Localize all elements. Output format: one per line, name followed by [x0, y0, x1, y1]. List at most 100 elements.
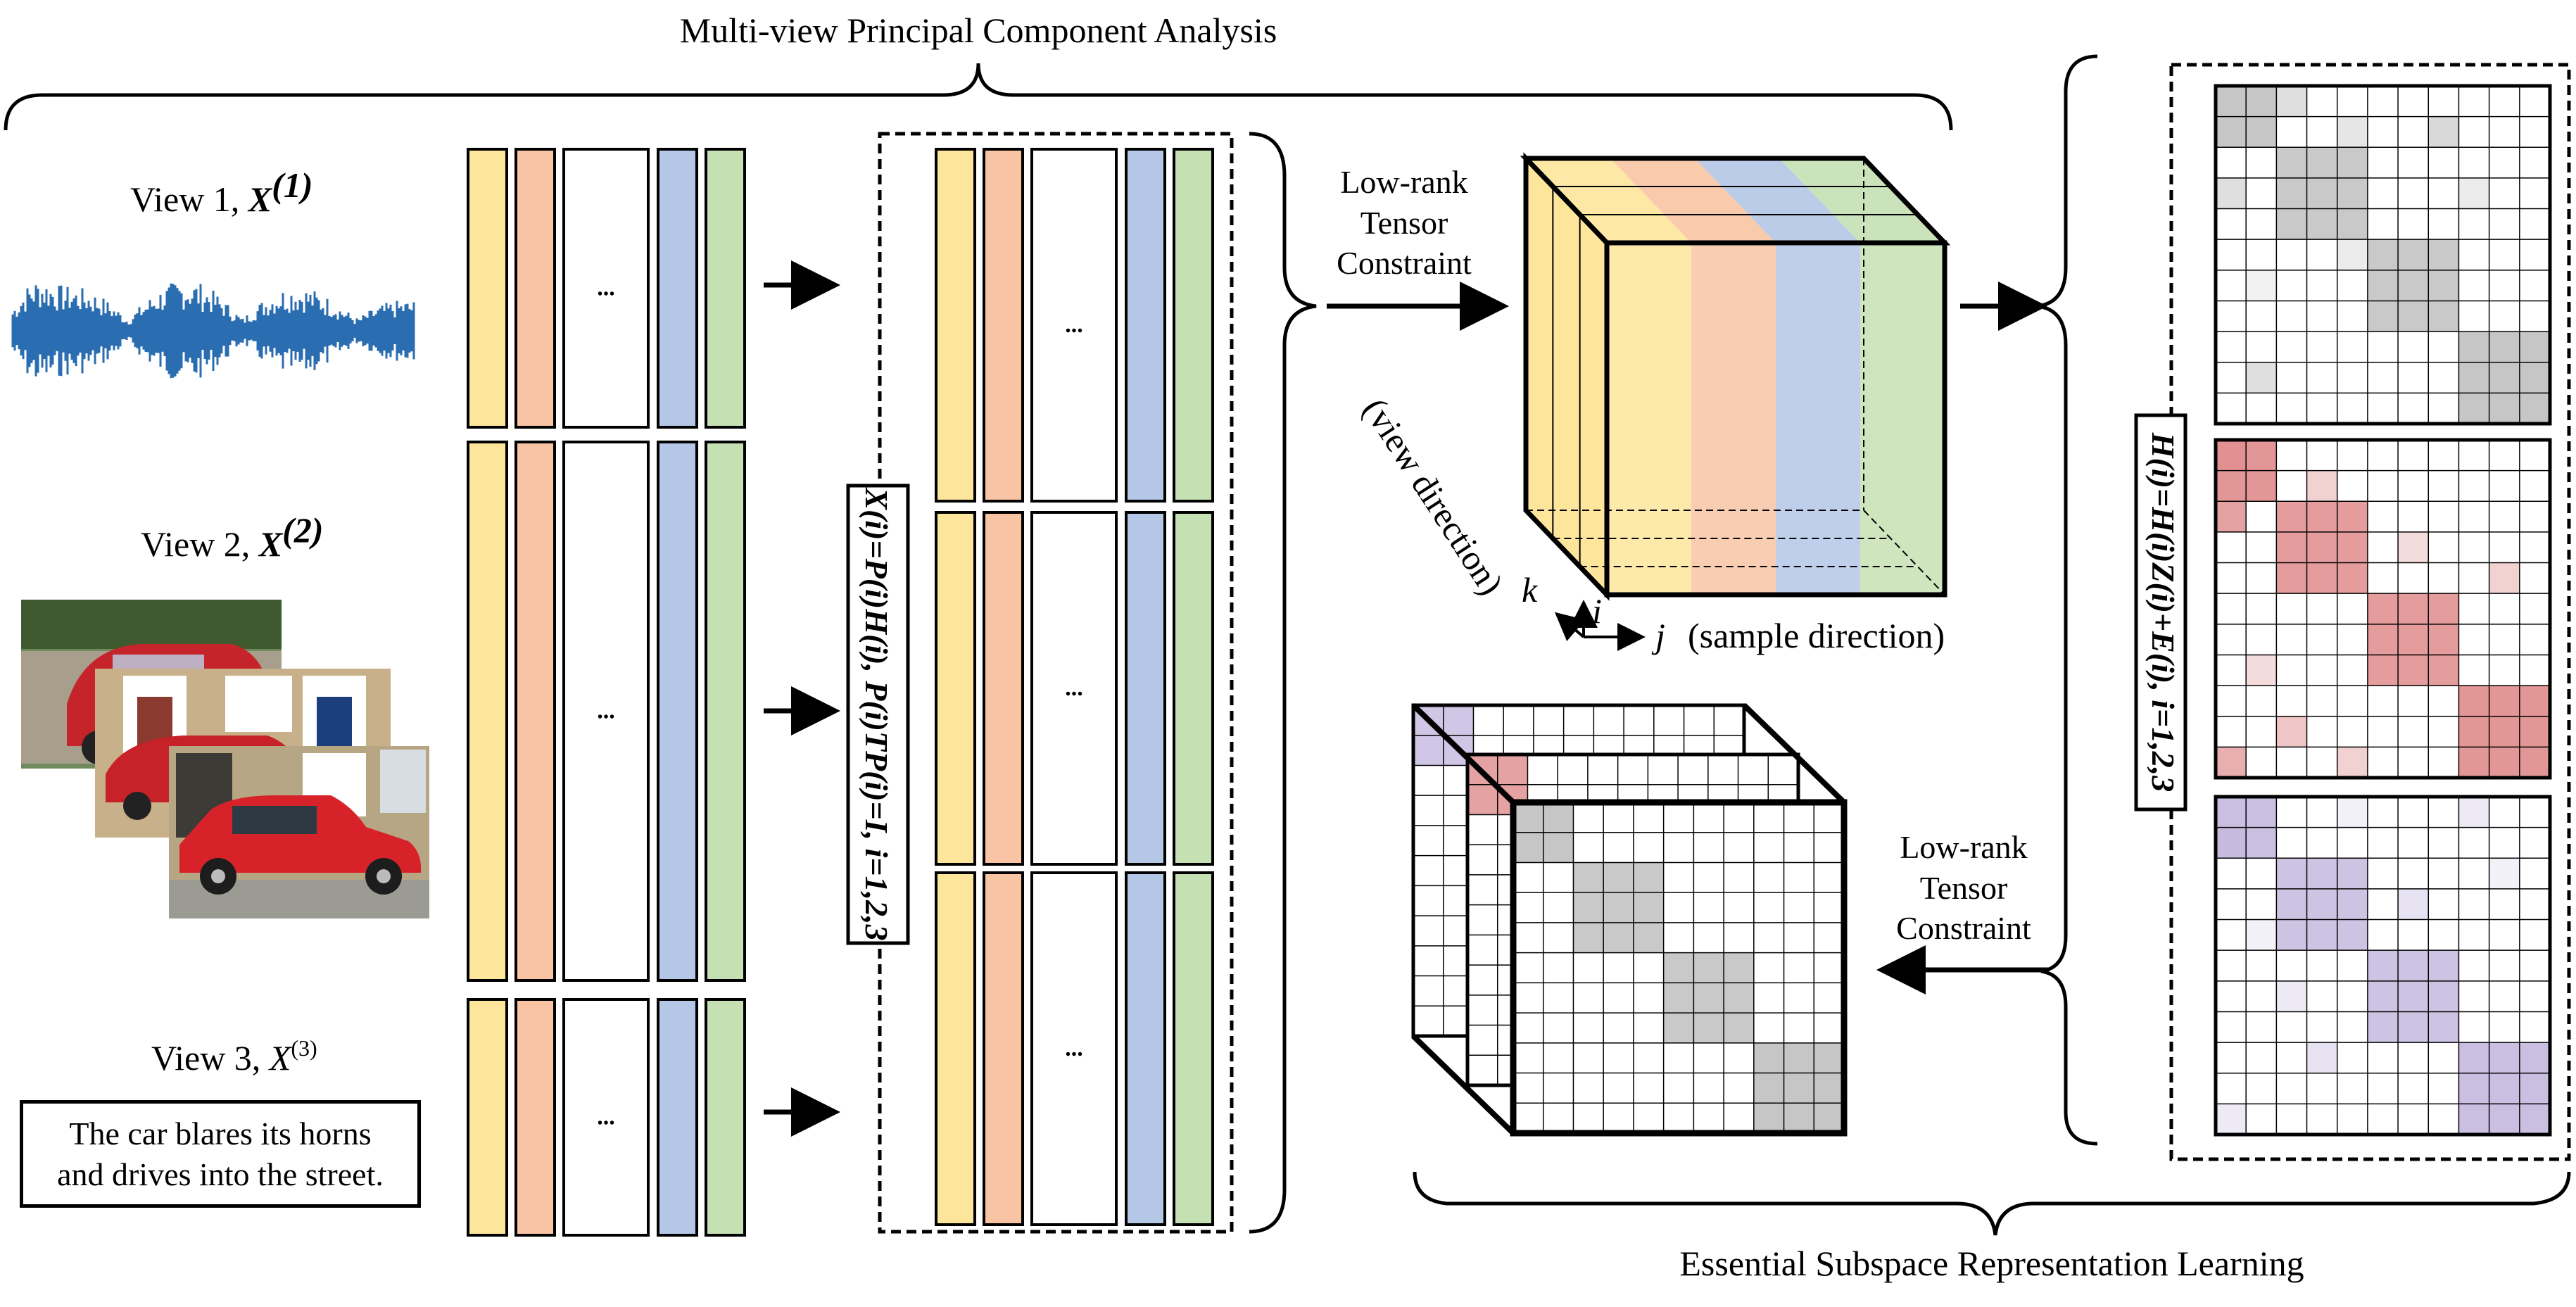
- stacked-slice-front-cell-0: [1513, 802, 1543, 833]
- axis-k-label: k: [1522, 570, 1538, 610]
- matrix-1-cell-9: [2337, 177, 2368, 209]
- tensor-constraint-bottom-line-1: Low-rank: [1900, 829, 2028, 865]
- matrix-2-border: [2214, 438, 2552, 780]
- matrix-3-cell-28: [2458, 1104, 2489, 1135]
- view1-label: View 1, X(1): [130, 165, 312, 219]
- matrix-1-border: [2214, 84, 2552, 426]
- matrix-1-cell-34: [2246, 270, 2277, 301]
- matrix-2-cell-22: [2458, 686, 2489, 716]
- matrix-2-cell-28: [2458, 747, 2489, 778]
- matrix-3-cell-34: [2276, 980, 2307, 1012]
- stacked-slice-front-cell-26: [1783, 1073, 1814, 1104]
- matrix-2-cell-23: [2489, 686, 2520, 716]
- matrix-1-cell-10: [2276, 208, 2307, 240]
- matrix-3-cell-11: [2306, 919, 2337, 951]
- matrix-1-cell-18: [2428, 270, 2459, 301]
- matrix-3-cell-14: [2398, 950, 2429, 981]
- stacked-slice-front-cell-2: [1513, 832, 1543, 863]
- right-group-3-stripe-yellow: [935, 871, 976, 1226]
- stacked-slice-front-cell-4: [1573, 862, 1604, 893]
- stacked-edge-3: [1411, 1034, 1515, 1135]
- matrix-3-cell-30: [2519, 1104, 2550, 1135]
- matrix-2-cell-17: [2398, 624, 2429, 655]
- matrix-3-cell-22: [2458, 1042, 2489, 1073]
- left-group-3-stripe-white: [562, 998, 650, 1237]
- left-group-2-stripe-yellow: [467, 441, 508, 982]
- stacked-slice-front-cell-13: [1663, 952, 1694, 983]
- right-group-3-stripe-white: [1030, 871, 1118, 1226]
- matrix-2-cell-27: [2519, 716, 2550, 747]
- stacked-slice-front-cell-23: [1783, 1042, 1814, 1073]
- subspace-equation-box: H(i)=H(i)Z(i)+E(i), i=1,2,3: [2134, 413, 2187, 812]
- left-group-2-stripe-green: [705, 441, 746, 982]
- right-group-1-ellipsis: ...: [1065, 312, 1083, 338]
- right-group-2-stripe-white: [1030, 511, 1118, 866]
- stacked-slice-front-cells: [1513, 802, 1844, 1133]
- matrix-3-cell-35: [2489, 858, 2520, 889]
- right-group-1-stripe-yellow: [935, 148, 976, 503]
- matrix-1-cell-21: [2428, 301, 2459, 332]
- matrix-2-cell-18: [2428, 624, 2459, 655]
- left-group-2-stripe-blue: [657, 441, 698, 982]
- matrix-3-cell-39: [2216, 1104, 2247, 1135]
- right-group-3-ellipsis: ...: [1065, 1035, 1083, 1061]
- matrix-2-cell-36: [2246, 655, 2277, 686]
- matrix-2-cell-30: [2519, 747, 2550, 778]
- matrix-3-cell-38: [2306, 1042, 2337, 1073]
- matrix-3-cell-4: [2276, 858, 2307, 889]
- stacked-slice-front-cell-18: [1724, 983, 1754, 1014]
- pca-equation-box: X(i)=P(i)H(i), P(i)TP(i)=I, i=1,2,3: [846, 484, 910, 945]
- matrix-2-cell-37: [2276, 716, 2307, 747]
- stacked-representation-tensor: [1411, 703, 1848, 1137]
- bottom-brace: [1413, 1171, 2571, 1236]
- matrix-3-cell-0: [2216, 797, 2247, 828]
- matrix-1-cell-6: [2337, 147, 2368, 178]
- matrix-2-cell-26: [2489, 716, 2520, 747]
- cube-side-face: [1526, 158, 1607, 595]
- matrix-3-cell-9: [2337, 888, 2368, 920]
- tensor-constraint-top-line-1: Low-rank: [1340, 164, 1468, 200]
- matrix-2-cell-13: [2367, 593, 2399, 624]
- matrix-2-cell-3: [2246, 470, 2277, 502]
- stacked-slice-front-cell-7: [1573, 892, 1604, 923]
- view2-label: View 2, X(2): [141, 510, 323, 564]
- left-group-2-stripe-white: [562, 441, 650, 982]
- matrix-2-cell-20: [2398, 655, 2429, 686]
- subspace-equation: H(i)=H(i)Z(i)+E(i), i=1,2,3: [2145, 432, 2181, 792]
- view3-text-line-2: and drives into the street.: [57, 1156, 384, 1192]
- stacked-front-outline: [1510, 799, 1848, 1137]
- matrix-2-cell-24: [2519, 686, 2550, 716]
- view3-text-line-1: The car blares its horns: [69, 1116, 372, 1151]
- left-group-3-stripe-blue: [657, 998, 698, 1237]
- matrix-2-cell-2: [2216, 470, 2247, 502]
- matrix-3-cell-19: [2367, 1011, 2399, 1043]
- matrix-1-cell-12: [2337, 208, 2368, 240]
- matrix-3-cell-25: [2458, 1073, 2489, 1104]
- pca-equation: X(i)=P(i)H(i), P(i)TP(i)=I, i=1,2,3: [859, 486, 895, 940]
- tensor-constraint-bottom-line-2: Tensor: [1919, 869, 2008, 906]
- tensor-cube: [1520, 152, 1951, 601]
- matrix-3-cell-16: [2367, 980, 2399, 1012]
- axis-j-label: j: [1651, 616, 1665, 655]
- right-group-1-stripe-green: [1173, 148, 1214, 503]
- stacked-slice-back-cell-2: [1413, 735, 1444, 766]
- matrix-3-cell-29: [2489, 1104, 2520, 1135]
- matrix-1-cell-17: [2398, 270, 2429, 301]
- stacked-slice-middle-cell-1: [1497, 754, 1528, 785]
- matrix-2-cell-19: [2367, 655, 2399, 686]
- matrix-1-cell-7: [2276, 177, 2307, 209]
- matrix-1-cell-26: [2489, 362, 2520, 393]
- matrix-1-cell-33: [2216, 177, 2247, 209]
- matrix-2-cell-33: [2306, 470, 2337, 502]
- right-group-3-stripe-blue: [1125, 871, 1166, 1226]
- tensor-constraint-bottom: Low-rank Tensor Constraint: [1872, 827, 2055, 949]
- stacked-slice-front-cell-1: [1543, 802, 1574, 833]
- matrix-3-cell-37: [2398, 888, 2429, 920]
- matrix-1-cell-0: [2216, 86, 2247, 117]
- matrix-2-cell-31: [2216, 440, 2247, 471]
- matrix-3-cell-10: [2276, 919, 2307, 951]
- matrix-2-cell-14: [2398, 593, 2429, 624]
- matrix-2-cell-1: [2246, 440, 2277, 471]
- left-group-3-stripe-yellow: [467, 998, 508, 1237]
